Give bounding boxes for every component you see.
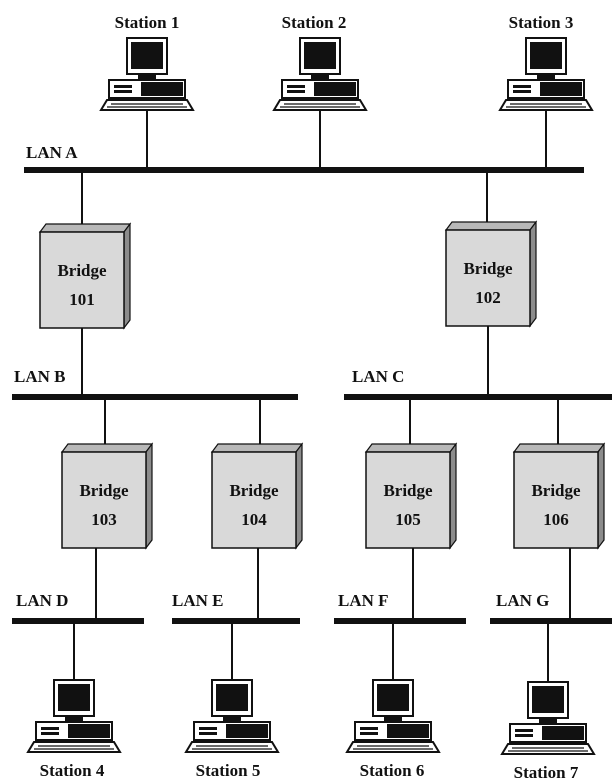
bridge-102: Bridge 102 bbox=[444, 220, 538, 328]
lan-g-label: LAN G bbox=[496, 591, 549, 610]
station-7-label: Station 7 bbox=[514, 763, 579, 782]
station-4-label: Station 4 bbox=[40, 761, 105, 780]
lan-e-label: LAN E bbox=[172, 591, 223, 610]
bridge-103: Bridge 103 bbox=[60, 442, 154, 550]
station-2-computer-icon bbox=[273, 37, 367, 111]
station-1-computer-icon bbox=[100, 37, 194, 111]
lan-g-bus bbox=[490, 618, 612, 624]
station-6-computer-icon bbox=[346, 679, 440, 753]
lan-a-label: LAN A bbox=[26, 143, 78, 162]
bridge-105-number: 105 bbox=[395, 510, 421, 529]
bridge-103-word: Bridge bbox=[79, 481, 129, 500]
lan-b-bus bbox=[12, 394, 298, 400]
bridge-104-number: 104 bbox=[241, 510, 267, 529]
bridge-106-number: 106 bbox=[543, 510, 569, 529]
station-5-computer-icon bbox=[185, 679, 279, 753]
station-3-computer-icon bbox=[499, 37, 593, 111]
lan-c-bus bbox=[344, 394, 612, 400]
station-3-label: Station 3 bbox=[509, 13, 574, 32]
lan-c-label: LAN C bbox=[352, 367, 404, 386]
lan-d-label: LAN D bbox=[16, 591, 68, 610]
lan-b-label: LAN B bbox=[14, 367, 65, 386]
station-2-label: Station 2 bbox=[282, 13, 347, 32]
station-7-computer-icon bbox=[501, 681, 595, 755]
lan-d-bus bbox=[12, 618, 144, 624]
bridge-101: Bridge 101 bbox=[38, 222, 132, 330]
bridge-106: Bridge 106 bbox=[512, 442, 606, 550]
lan-e-bus bbox=[172, 618, 300, 624]
lan-f-bus bbox=[334, 618, 466, 624]
station-6-label: Station 6 bbox=[360, 761, 425, 780]
bridge-105-word: Bridge bbox=[383, 481, 433, 500]
bridge-106-word: Bridge bbox=[531, 481, 581, 500]
lan-a-bus bbox=[24, 167, 584, 173]
bridge-104-word: Bridge bbox=[229, 481, 279, 500]
bridge-101-number: 101 bbox=[69, 290, 95, 309]
station-1-label: Station 1 bbox=[115, 13, 180, 32]
bridge-102-number: 102 bbox=[475, 288, 501, 307]
station-5-label: Station 5 bbox=[196, 761, 261, 780]
bridge-102-word: Bridge bbox=[463, 259, 513, 278]
bridge-101-word: Bridge bbox=[57, 261, 107, 280]
bridge-105: Bridge 105 bbox=[364, 442, 458, 550]
bridge-104: Bridge 104 bbox=[210, 442, 304, 550]
bridge-103-number: 103 bbox=[91, 510, 117, 529]
station-4-computer-icon bbox=[27, 679, 121, 753]
lan-f-label: LAN F bbox=[338, 591, 389, 610]
